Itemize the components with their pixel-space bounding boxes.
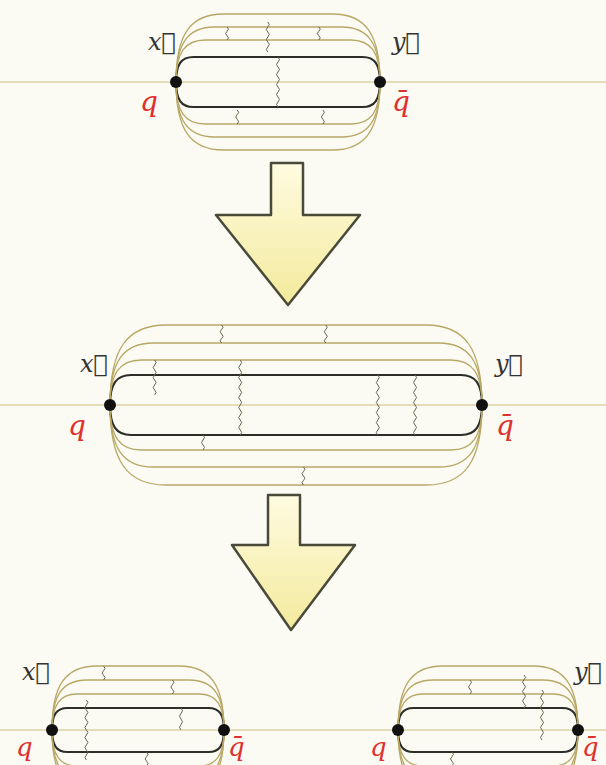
quark-dot	[476, 399, 488, 411]
quark-label: q	[140, 88, 158, 116]
quark-label: q	[68, 412, 86, 440]
field-line	[52, 694, 224, 730]
axis-line	[0, 82, 606, 83]
gluon-line	[153, 360, 156, 395]
position-label: y⃗	[495, 352, 523, 376]
gluon-line	[277, 57, 280, 107]
field-line	[398, 730, 578, 765]
gluon-line	[145, 752, 148, 765]
flux-tubes	[46, 14, 584, 765]
field-line	[110, 405, 482, 435]
field-line	[398, 680, 578, 730]
gluon-line	[469, 680, 472, 694]
quark-label: q̄	[496, 412, 514, 440]
quark-label: q̄	[582, 734, 599, 760]
gluon-line	[226, 27, 229, 40]
field-line	[110, 343, 482, 405]
gluon-line	[414, 375, 417, 435]
gluon-line	[317, 27, 320, 40]
flux-tube	[46, 666, 230, 765]
gluon-line	[180, 708, 183, 730]
gluon-line	[324, 325, 327, 343]
flux-tube	[104, 325, 488, 485]
flux-tube	[170, 14, 386, 150]
position-label: y⃗	[392, 30, 420, 54]
gluon-line	[202, 435, 205, 450]
quark-label: q̄	[228, 734, 245, 760]
quark-label: q̄	[392, 88, 410, 116]
quark-dot	[374, 76, 386, 88]
quark-dot	[170, 76, 182, 88]
field-line	[176, 82, 380, 124]
field-line	[110, 375, 482, 405]
quark-label: q	[370, 734, 387, 760]
gluon-line	[239, 360, 242, 435]
axis-line	[0, 730, 606, 731]
field-line	[52, 730, 224, 765]
field-line	[176, 27, 380, 82]
quark-dot	[104, 399, 116, 411]
field-line	[52, 666, 224, 730]
field-line	[398, 694, 578, 730]
position-label: x⃗	[80, 352, 108, 376]
field-line	[398, 730, 578, 752]
axis-line	[0, 405, 606, 406]
gluon-line	[85, 700, 88, 760]
quark-dot	[46, 724, 58, 736]
gluon-line	[523, 675, 526, 708]
field-line	[110, 405, 482, 485]
quark-label: q	[16, 734, 33, 760]
field-line	[110, 325, 482, 405]
field-line	[52, 730, 224, 765]
position-label: x⃗	[148, 30, 176, 54]
field-line	[52, 680, 224, 730]
field-line	[52, 708, 224, 730]
quark-dot	[392, 724, 404, 736]
gluon-line	[102, 666, 105, 680]
field-line	[110, 360, 482, 405]
position-label: x⃗	[22, 660, 50, 684]
gluon-line	[451, 752, 454, 765]
field-line	[398, 708, 578, 730]
field-line	[398, 730, 578, 765]
field-line	[176, 82, 380, 137]
gluon-line	[302, 467, 305, 485]
field-line	[398, 730, 578, 765]
field-line	[52, 730, 224, 765]
gluon-line	[236, 110, 239, 124]
down-arrow	[216, 163, 360, 305]
gluon-line	[376, 375, 379, 435]
gluon-line	[171, 680, 174, 694]
gluon-line	[321, 110, 324, 124]
gluon-line	[266, 22, 269, 52]
field-line	[176, 82, 380, 107]
gluon-line	[541, 690, 544, 740]
field-line	[176, 57, 380, 82]
down-arrow	[232, 495, 355, 630]
flux-tube	[392, 666, 584, 765]
field-line	[52, 730, 224, 752]
field-line	[398, 666, 578, 730]
position-label: y⃗	[574, 660, 602, 684]
gluon-line	[220, 325, 223, 343]
field-line	[176, 40, 380, 82]
field-line	[110, 405, 482, 467]
field-line	[110, 405, 482, 450]
